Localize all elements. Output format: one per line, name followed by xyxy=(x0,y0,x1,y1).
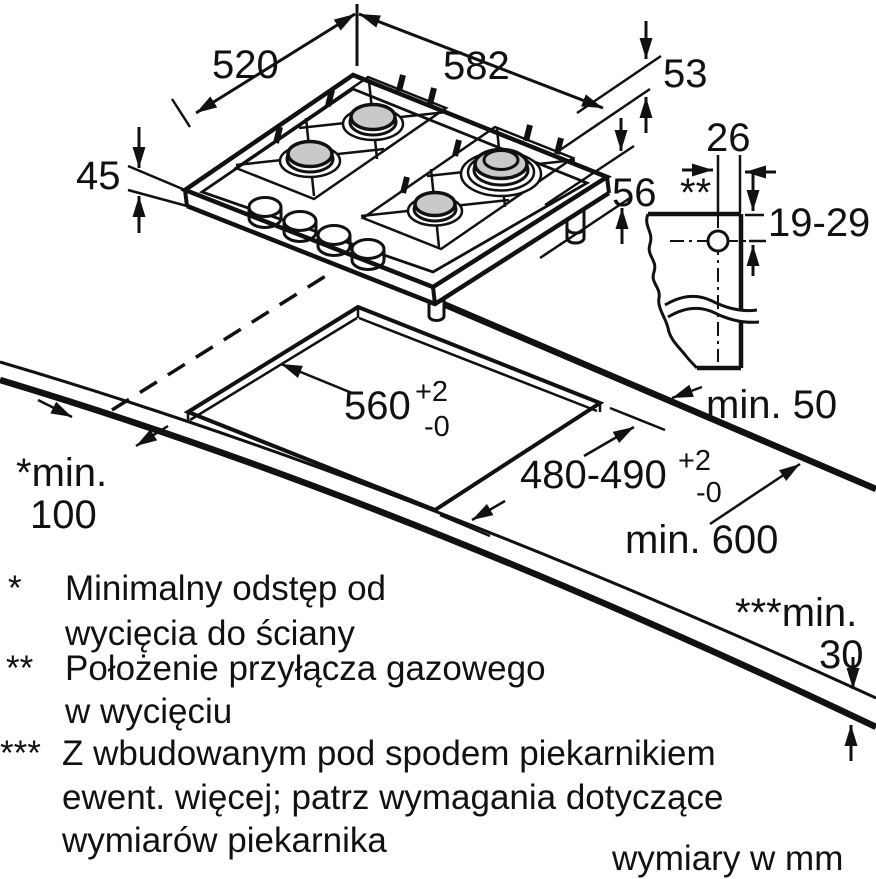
dim-26: 26 ** xyxy=(680,116,776,215)
hob-body-front-left-face xyxy=(185,190,435,304)
worktop-front-edge-thick-line xyxy=(0,376,876,730)
dim-45: 45 xyxy=(76,127,188,233)
note-marker: ** xyxy=(6,649,34,688)
control-knobs xyxy=(247,196,386,271)
note-text: Minimalny odstęp od xyxy=(65,569,386,608)
wok-burner xyxy=(459,147,543,198)
cutout-depth-tol-plus: +2 xyxy=(678,445,711,477)
control-knob xyxy=(316,224,352,257)
note-marker: * xyxy=(8,569,22,608)
dim-582: 582 xyxy=(358,12,604,110)
wall-edge-line xyxy=(411,288,876,492)
gas-connection-hole xyxy=(706,229,730,253)
hob-body-corner-edges xyxy=(183,176,611,305)
cutout-inner-edge-right xyxy=(358,316,598,413)
note-marker: *** xyxy=(0,734,41,773)
hob-isometric-drawing xyxy=(180,72,612,322)
break-band xyxy=(665,296,759,323)
min-100-value: 100 xyxy=(30,493,97,537)
dim-19-29: 19-29 xyxy=(745,174,870,276)
dim-26-label: 26 xyxy=(706,116,751,160)
dim-19-29-label: 19-29 xyxy=(768,201,870,245)
cutout-depth-label: 480-490 xyxy=(520,453,667,497)
burner-front-center xyxy=(406,190,464,227)
units-note: wymiary w mm xyxy=(612,839,844,878)
dim-min-600: min. 600 xyxy=(625,462,801,562)
burner-rear-center xyxy=(341,102,405,142)
dim-56: 56 xyxy=(539,118,657,260)
note-text: w wycięciu xyxy=(65,692,233,731)
note-text: ewent. więcej; patrz wymagania dotyczące xyxy=(62,778,724,817)
dim-53-label: 53 xyxy=(663,52,708,96)
min-30-value: 30 xyxy=(819,633,864,677)
worktop-cutout xyxy=(183,304,605,513)
dim-582-label: 582 xyxy=(443,44,510,88)
cutout-width-label: 560 xyxy=(344,384,411,428)
gas-connection-detail xyxy=(645,211,764,371)
dim-cutout-width-560: 560 +2 -0 xyxy=(280,362,450,443)
dim-cutout-depth-480-490: 480-490 +2 -0 xyxy=(439,406,722,538)
dim-56-label: 56 xyxy=(612,171,657,215)
cutout-width-tol-plus: +2 xyxy=(415,376,448,408)
min-600-label: min. 600 xyxy=(625,518,778,562)
break-line-lower xyxy=(667,306,760,324)
hob-body-front-right-face xyxy=(433,177,609,304)
dim-520: 520 xyxy=(170,4,359,128)
dim-min-50: min. 50 xyxy=(671,383,837,427)
cutout-width-tol-minus: -0 xyxy=(424,411,450,443)
dimensions: 520 582 53 56 45 26 xyxy=(16,4,870,761)
control-knob xyxy=(247,196,283,229)
min-30-prefix: ***min. xyxy=(735,591,857,635)
cutout-thickness-ticks xyxy=(186,307,602,421)
note-text: wymiarów piekarnika xyxy=(62,821,387,860)
cutout-inner-edge-left xyxy=(189,316,358,422)
gas-ref-marker: ** xyxy=(680,171,711,215)
dim-45-label: 45 xyxy=(76,154,121,198)
dim-520-label: 520 xyxy=(212,43,279,87)
burner-left xyxy=(278,139,342,179)
gas-detail-torn-edge xyxy=(645,213,699,370)
dim-min-100: *min. 100 xyxy=(16,398,169,537)
control-knob xyxy=(350,238,386,271)
note-text: wycięcia do ściany xyxy=(65,614,355,653)
break-line-upper xyxy=(664,294,758,313)
dim-min-30: ***min. 30 xyxy=(735,591,864,761)
min-100-prefix: *min. xyxy=(16,451,107,495)
dim-53: 53 xyxy=(559,21,708,152)
note-text: Położenie przyłącza gazowego xyxy=(65,649,546,688)
note-text: Z wbudowanym pod spodem piekarnikiem xyxy=(62,734,716,773)
cutout-depth-tol-minus: -0 xyxy=(696,477,722,509)
min-50-label: min. 50 xyxy=(706,383,837,427)
wall-reference-dashed-line xyxy=(111,270,333,412)
control-knob xyxy=(282,210,318,243)
